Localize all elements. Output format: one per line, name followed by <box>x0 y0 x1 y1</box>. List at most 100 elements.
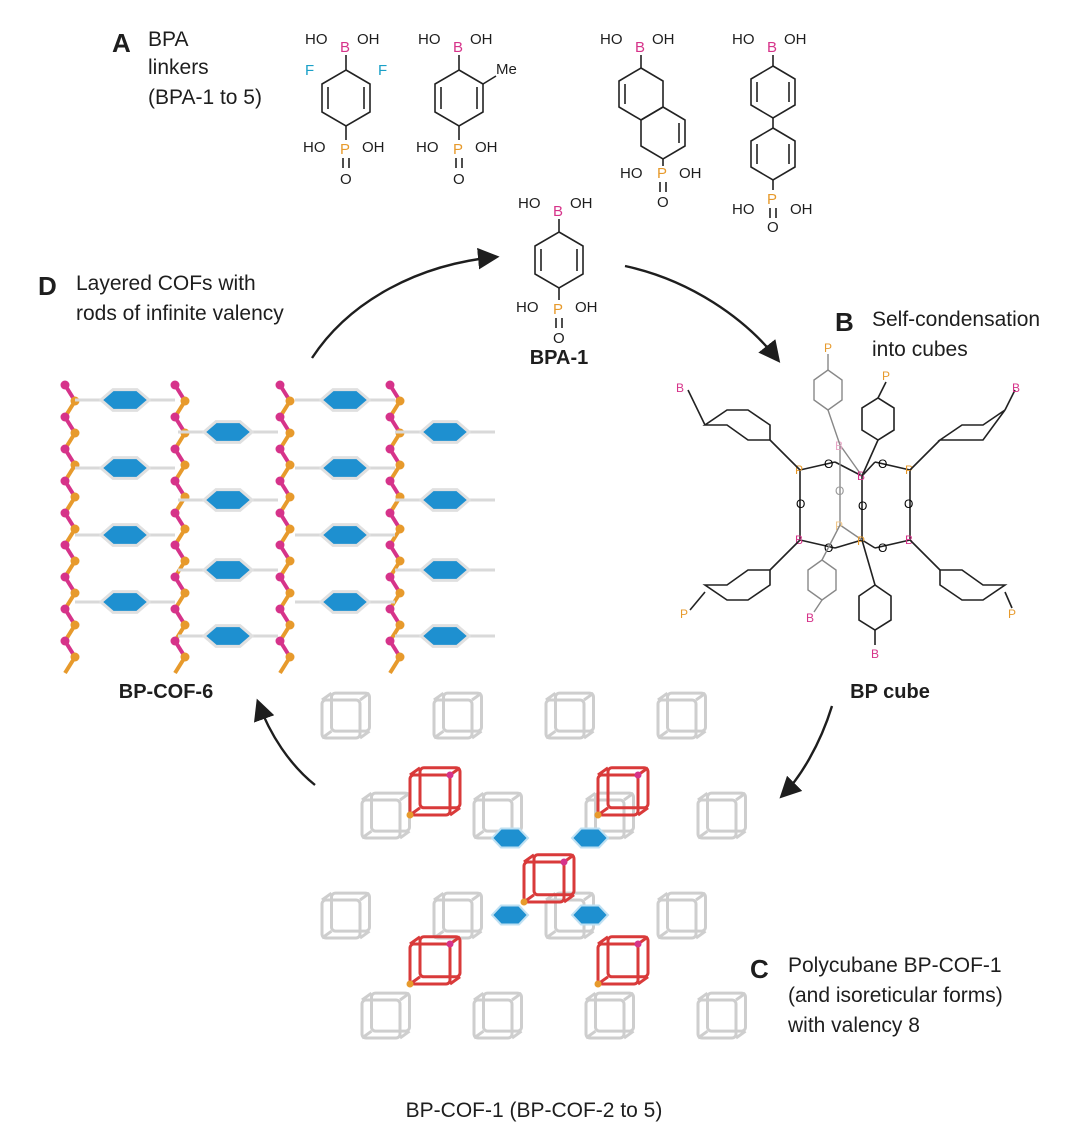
rod-atom <box>170 572 180 582</box>
cage-edge <box>360 998 402 1040</box>
rod-atom <box>180 652 190 662</box>
oh-left: HO <box>516 299 539 316</box>
rod-atom <box>275 540 285 550</box>
phenyl-ring <box>201 624 255 648</box>
rod-atom <box>60 636 70 646</box>
arrow-c-to-d <box>254 698 316 786</box>
oh-right: OH <box>790 201 813 218</box>
rod-atom <box>385 412 395 422</box>
rod-atom <box>275 380 285 390</box>
cage-edge <box>330 891 371 933</box>
oxygen-atom: O <box>878 541 887 555</box>
bpa-1-name: BPA-1 <box>530 347 589 369</box>
cage-edge <box>585 991 597 1002</box>
rod-atom <box>395 460 405 470</box>
rod-atom <box>170 508 180 518</box>
rod-atom <box>395 524 405 534</box>
phenyl-ring <box>201 558 255 582</box>
cage-edge <box>545 729 557 740</box>
rod-atom <box>385 604 395 614</box>
rod-atom <box>275 476 285 486</box>
phenyl-ring <box>570 904 610 926</box>
panel-b-label-line-2: into cubes <box>872 338 968 361</box>
benzene-ring <box>534 231 584 289</box>
cage-edge <box>320 698 362 740</box>
cage-edge <box>545 929 557 940</box>
cube-cage <box>320 691 371 740</box>
cage-edge <box>399 829 411 840</box>
panel-c-label-line-3: with valency 8 <box>787 1014 920 1037</box>
oh-right: OH <box>475 139 498 156</box>
oh-right: OH <box>362 139 385 156</box>
oh-right: OH <box>570 195 593 212</box>
oxo-atom: O <box>767 219 779 236</box>
boron-atom: B <box>553 203 563 220</box>
cage-edge <box>735 829 747 840</box>
linker-bpa-1: HO B OH P HO OH O BPA-1 <box>516 195 598 369</box>
cage-edge <box>583 891 595 902</box>
cage-edge <box>449 975 461 986</box>
panel-a: A BPA linkers (BPA-1 to 5) <box>112 28 262 109</box>
phenyl-ring <box>318 523 372 547</box>
rod-atom <box>275 636 285 646</box>
cage-atom <box>406 980 414 988</box>
cage-atom <box>520 898 528 906</box>
cage-edge <box>597 935 609 946</box>
rod-atom <box>395 620 405 630</box>
arm-phenyl-ring <box>702 409 771 441</box>
polycubane-framework-structure <box>320 691 747 1040</box>
cage-edge <box>473 1029 485 1040</box>
rod-atom <box>385 540 395 550</box>
oh-left: HO <box>418 31 441 48</box>
arrow-d-to-bpa <box>310 247 500 359</box>
boron-atom: B <box>905 533 913 547</box>
cube-cage <box>584 991 635 1040</box>
cage-edge <box>623 1029 635 1040</box>
cube-cage <box>320 891 371 940</box>
cube-cage <box>360 991 411 1040</box>
rod-atom <box>170 540 180 550</box>
cage-edge <box>696 798 738 840</box>
phenyl-ring <box>201 420 255 444</box>
rod-atom <box>275 412 285 422</box>
cage-edge <box>697 991 709 1002</box>
phosphorus-atom: P <box>824 341 832 355</box>
rod-atom <box>60 380 70 390</box>
cage-edge <box>359 691 371 702</box>
rod-atom <box>285 588 295 598</box>
oxygen-atom: O <box>796 497 805 511</box>
cage-edge <box>471 891 483 902</box>
phenyl-ring <box>98 456 152 480</box>
cage-edge <box>696 998 738 1040</box>
cage-edge <box>432 698 474 740</box>
phenyl-ring <box>570 827 610 849</box>
cage-edge <box>656 698 698 740</box>
fluorine-atom: F <box>305 62 314 79</box>
panel-a-letter: A <box>112 28 131 58</box>
cage-edge <box>606 935 650 979</box>
cage-edge <box>359 891 371 902</box>
cycle-arrows <box>254 247 834 799</box>
phosphorus-atom: P <box>905 463 913 477</box>
cage-edge <box>657 891 669 902</box>
oxygen-atom: O <box>824 457 833 471</box>
cage-edge <box>399 991 411 1002</box>
oh-left: HO <box>518 195 541 212</box>
cage-edge <box>545 691 557 702</box>
cage-edge <box>583 929 595 940</box>
rod-atom <box>60 572 70 582</box>
arm-phenyl-ring <box>861 397 895 441</box>
methyl-group: Me <box>496 61 517 78</box>
cage-edge <box>735 991 747 1002</box>
phosphorus-atom: P <box>767 191 777 208</box>
phenyl-ring <box>318 388 372 412</box>
benzene-ring <box>321 69 371 127</box>
cube-cage <box>696 791 747 840</box>
rod-atom <box>385 380 395 390</box>
rod-atom <box>285 620 295 630</box>
cage-edge <box>594 991 635 1033</box>
oh-right: OH <box>679 165 702 182</box>
rod-atom <box>395 652 405 662</box>
rod-atom <box>285 492 295 502</box>
rod-atom <box>70 492 80 502</box>
